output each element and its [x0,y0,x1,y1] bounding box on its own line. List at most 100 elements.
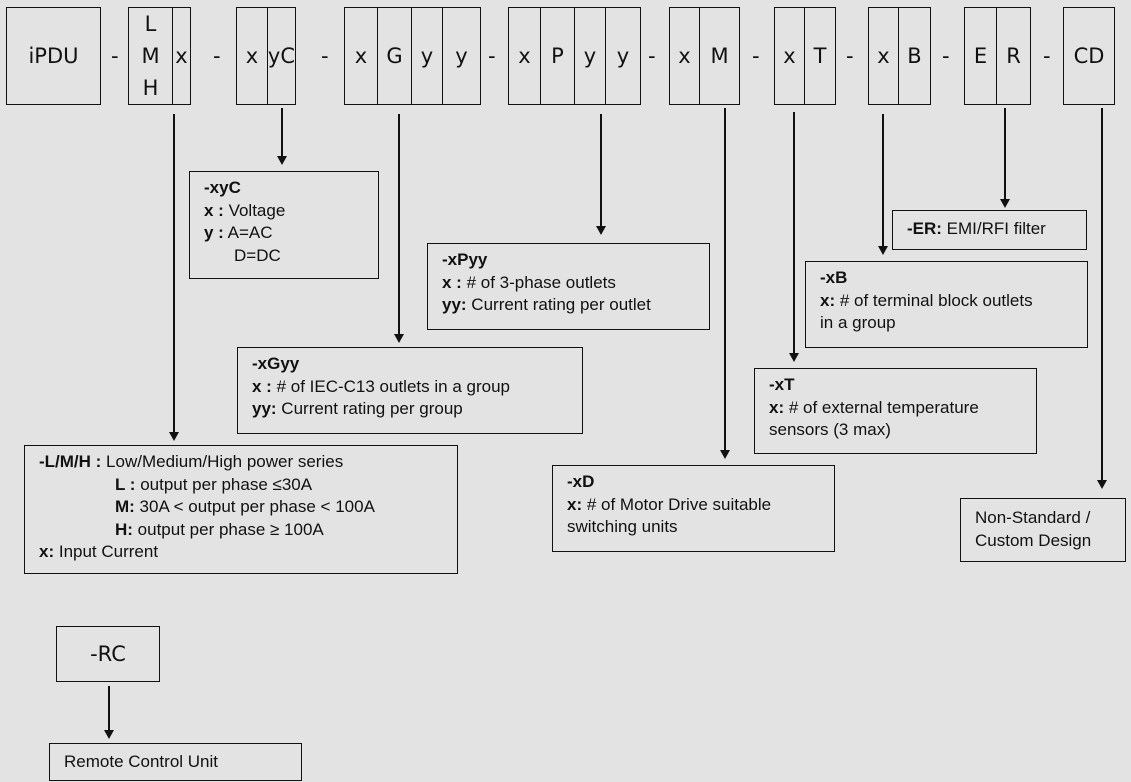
box-xd: -xD x: # of Motor Drive suitable switchi… [552,465,835,552]
desc: sensors (3 max) [769,420,891,439]
desc: switching units [567,517,678,536]
key: y : [204,223,224,242]
key: x : [442,272,462,292]
key: x: [567,494,583,514]
desc: # of terminal block outlets [835,290,1033,310]
box-title: -xyC [204,178,241,197]
key: x : [252,376,272,396]
segment-xb: x B [868,7,931,105]
code-cell-yc: yC [267,44,295,68]
cd-line-2: Custom Design [975,530,1092,550]
box-rcu: Remote Control Unit [49,743,302,781]
segment-cd: CD [1063,7,1115,105]
segment-lmh: L M H x [128,7,191,105]
separator: - [846,44,854,68]
code-cell-x: x [345,8,378,104]
segment-xt: x T [774,7,836,105]
key: x: [769,397,785,417]
letter-h: H [142,76,159,100]
desc: output per phase ≥ 100A [132,519,324,539]
code-cell-x: x [775,8,805,104]
segment-xyc: x yC [236,7,296,105]
connector-xt [793,112,795,354]
code-cell-x: x [237,8,268,104]
desc: Current rating per group [276,399,463,418]
arrow-down-icon [789,353,799,362]
connector-xpyy [600,114,602,226]
arrow-down-icon [596,226,606,235]
desc: A=AC [223,223,273,242]
separator: - [648,44,656,68]
key: x: [820,290,836,310]
box-xyc: -xyC x : Voltage y : A=AC D=DC [189,171,379,279]
code-cell-y: y [455,44,468,68]
desc: EMI/RFI filter [941,219,1046,238]
segment-xpyy: x P y y [508,7,641,105]
box-cd: Non-Standard / Custom Design [960,498,1126,562]
box-rc: -RC [56,626,160,682]
box-xpyy: -xPyy x : # of 3-phase outlets yy: Curre… [427,243,710,330]
code-cell-x: x [175,44,188,68]
letter-m: M [141,44,160,68]
code-cell-x: x [869,8,899,104]
segment-xgyy: x G y y [344,7,481,105]
separator: - [213,44,221,68]
code-cell-y: y [575,8,606,104]
key: H: [115,519,133,539]
arrow-down-icon [1000,199,1010,208]
separator: - [942,44,950,68]
connector-rc [108,686,110,730]
desc: output per phase ≤30A [135,474,313,494]
desc: Current rating per outlet [466,295,651,314]
code-cell-m: M [710,44,729,68]
separator: - [488,44,496,68]
box-title: -xB [820,268,848,287]
box-title: -xPyy [442,250,488,269]
desc: 30A < output per phase < 100A [134,497,375,516]
connector-cd [1101,108,1103,480]
code-cell-ipdu: iPDU [28,44,79,68]
key: x: [39,542,55,561]
key: yy: [252,399,277,418]
cd-line-1: Non-Standard / [975,508,1091,527]
desc: # of 3-phase outlets [461,272,616,292]
connector-xb [882,114,884,247]
code-cell-cd: CD [1073,44,1105,68]
arrow-down-icon [1097,480,1107,489]
key: yy: [442,295,467,314]
separator: - [321,44,329,68]
box-title: -L/M/H : [39,452,102,471]
key: L : [115,474,136,494]
key: M: [115,497,135,516]
segment-ipdu: iPDU [6,7,101,105]
code-cell-lmh: L M H [129,8,173,104]
box-lmh: -L/M/H : Low/Medium/High power series L … [24,445,458,574]
box-xgyy: -xGyy x : # of IEC-C13 outlets in a grou… [237,347,583,434]
code-cell-x: x [509,8,541,104]
code-cell-r: R [1006,44,1021,68]
letter-l: L [144,12,157,36]
code-cell-y: y [616,44,630,68]
arrow-down-icon [104,730,114,739]
segment-xm: x M [669,7,740,105]
rc-label: -RC [90,641,126,666]
connector-er [1004,108,1006,199]
code-cell-y: y [412,8,443,104]
desc: Input Current [54,542,159,561]
arrow-down-icon [169,432,179,441]
code-cell-t: T [813,44,827,68]
connector-xm [724,108,726,450]
box-title: -xD [567,472,595,491]
desc: # of Motor Drive suitable [582,494,772,514]
separator: - [111,44,119,68]
box-title: -ER: [907,219,942,238]
box-xt: -xT x: # of external temperature sensors… [754,368,1037,454]
code-cell-e: E [965,8,997,104]
arrow-down-icon [394,334,404,343]
desc: D=DC [234,245,281,265]
box-title: -xGyy [252,354,300,373]
box-er: -ER: EMI/RFI filter [892,210,1087,250]
connector-xyc [281,108,283,156]
desc: Voltage [223,200,286,220]
box-title: -xT [769,375,795,394]
